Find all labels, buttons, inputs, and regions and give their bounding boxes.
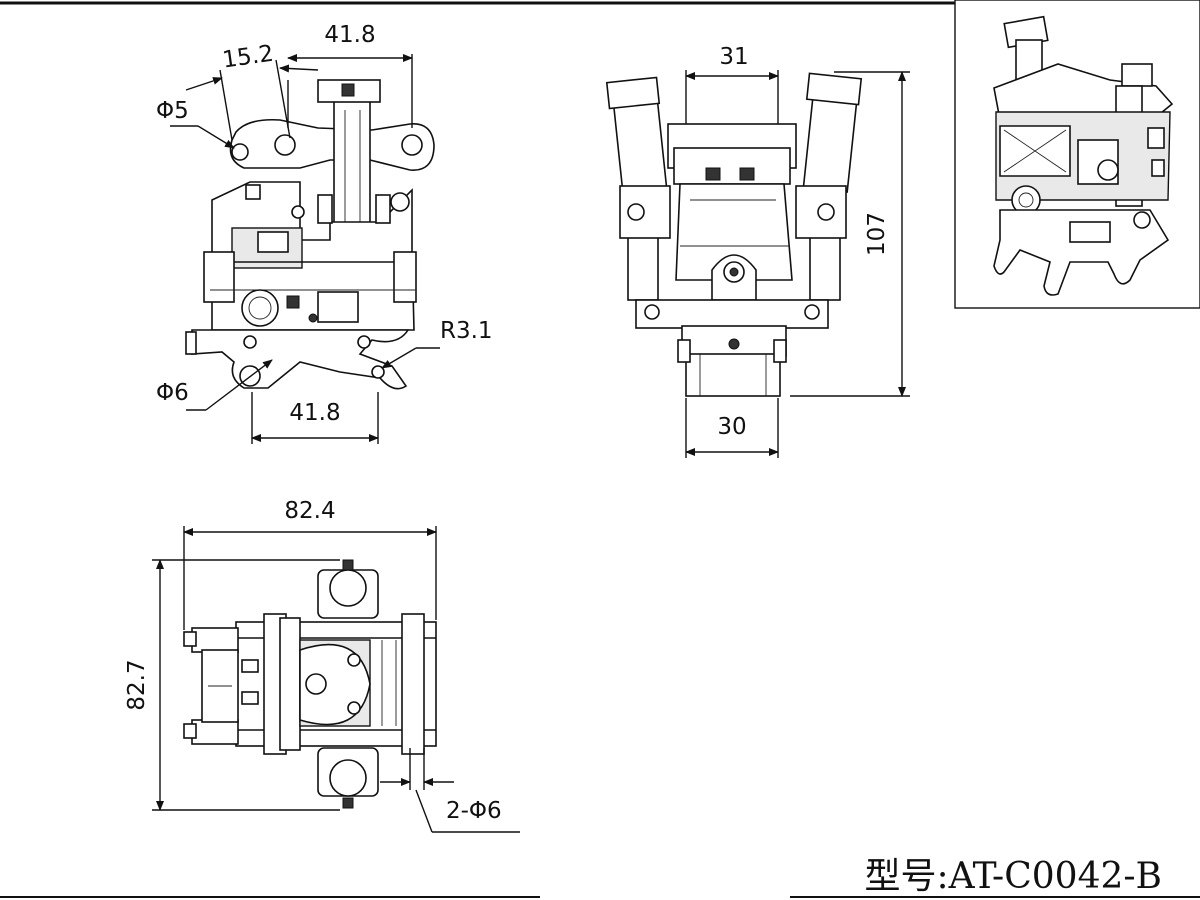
front-view: 31 107 30 [605,44,910,458]
side-top-width: 41.8 [324,22,375,48]
front-bottom-width: 30 [717,414,746,440]
model-label: 型号:AT-C0042-B [865,856,1162,897]
side-pin-hole: Φ5 [156,98,189,124]
top-view: 82.4 82.7 2-Φ6 [124,498,520,833]
top-holes: 2-Φ6 [446,798,502,824]
front-top-width: 31 [719,44,748,70]
top-width: 82.4 [284,498,335,524]
side-view: 41.8 15.2 Φ5 Φ6 R3.1 41.8 [156,22,493,444]
side-bottom-width: 41.8 [289,400,340,426]
side-pin-offset: 15.2 [221,41,275,74]
front-height: 107 [864,212,890,256]
side-hook-radius: R3.1 [440,318,493,344]
side-bottom-hole: Φ6 [156,380,189,406]
top-depth: 82.7 [124,659,150,710]
isometric-view [954,0,1200,309]
